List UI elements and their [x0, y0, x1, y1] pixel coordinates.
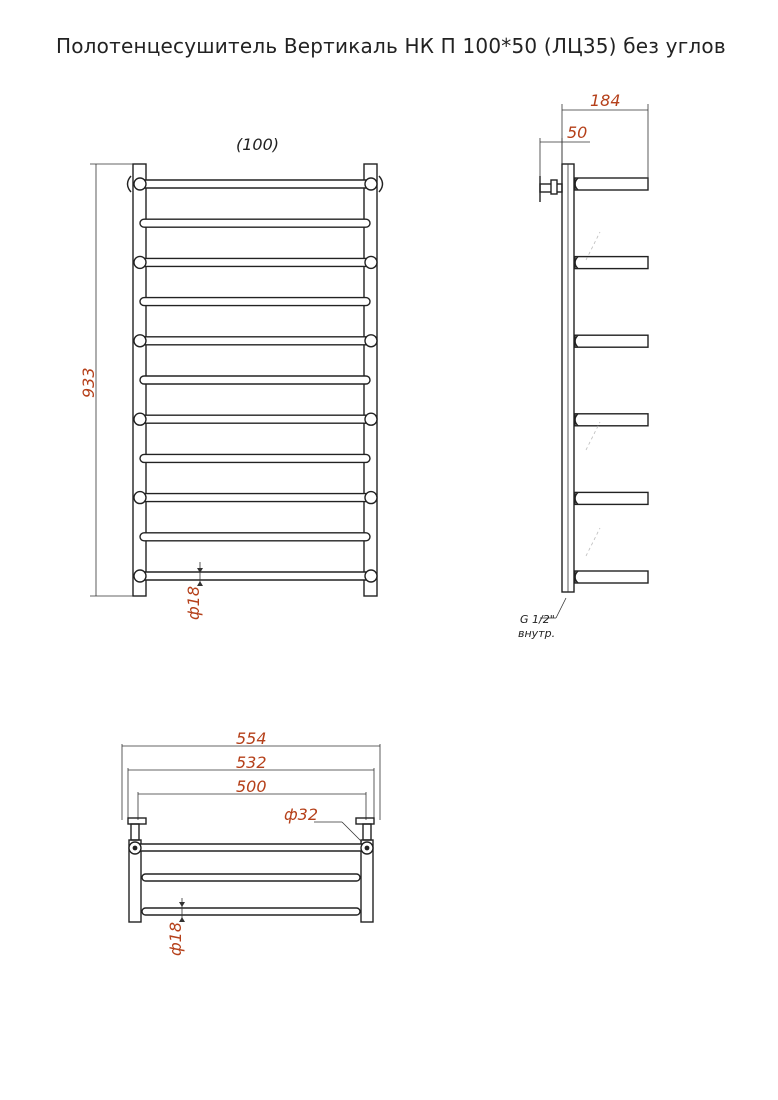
top-view: 554 532 500 ф32 [121, 729, 381, 956]
front-view-label: (100) [236, 135, 279, 154]
front-rung-joint-left [133, 412, 147, 426]
front-rung-joint-left [133, 569, 147, 583]
depth-dim-text: 184 [590, 91, 621, 110]
side-bracket-nut [550, 179, 558, 195]
side-rung [574, 177, 649, 191]
side-rung [574, 334, 649, 348]
thread-note-text-2: внутр. [518, 627, 555, 640]
side-hint-3 [585, 527, 601, 557]
front-rung-joint-right [364, 255, 378, 270]
front-rung [139, 296, 371, 307]
side-rung-joint [574, 491, 579, 505]
top-right-bracket-plate [355, 817, 375, 825]
side-hint-2 [585, 421, 601, 451]
front-rung-joint-right [364, 412, 378, 426]
width-outer-dim-text: 554 [236, 729, 267, 748]
side-rung-joint [574, 256, 579, 270]
front-rung-joint-right [364, 569, 378, 583]
side-rung [574, 491, 649, 506]
height-dim-text: 933 [79, 367, 98, 398]
front-rung [139, 257, 371, 268]
top-tube-dim-arrow-bottom [179, 917, 185, 922]
front-rung [139, 532, 371, 542]
front-rung-joint-right [364, 177, 378, 191]
front-rung [139, 492, 371, 503]
thread-note-text: G 1/2" [520, 613, 555, 626]
side-rung-joint [574, 570, 579, 584]
top-left-collector [128, 839, 142, 923]
top-rung-2 [141, 873, 361, 882]
top-rung-3 [141, 907, 361, 916]
front-tube-dim-arrow-top [197, 568, 203, 573]
front-rung-joint-left [133, 334, 147, 348]
thread-note-leader [555, 597, 567, 619]
side-view: 184 50 G 1/2" внутр. [518, 91, 649, 640]
top-rung-1 [134, 843, 368, 852]
side-rung-joint [574, 334, 579, 348]
front-tube-dim-arrow-bottom [197, 581, 203, 586]
pipe-dim-text: ф32 [284, 805, 318, 824]
front-view: (100) 933 ф18 [79, 135, 384, 620]
top-left-bracket-plate [127, 817, 147, 825]
front-rung-joint-right [364, 334, 378, 348]
top-left-pipe-core [132, 845, 138, 851]
width-mid-dim-text: 532 [236, 753, 267, 772]
top-left-bracket-stem [130, 823, 140, 841]
front-rung [139, 453, 371, 464]
side-rung [574, 413, 649, 427]
front-rung-joint-left [133, 177, 147, 191]
width-inner-dim-text: 500 [236, 777, 267, 796]
side-hint-1 [585, 231, 601, 261]
front-rung [139, 414, 371, 424]
side-rung [574, 570, 649, 584]
top-right-collector [360, 839, 374, 923]
front-rung-joint-left [133, 490, 147, 505]
front-rung-joint-right [364, 490, 378, 505]
front-rung-joint-left [133, 255, 147, 270]
offset-dim-text: 50 [567, 123, 587, 142]
top-right-pipe-core [364, 845, 370, 851]
front-rung [139, 179, 371, 189]
drawing-title: Полотенцесушитель Вертикаль НК П 100*50 … [56, 34, 726, 58]
front-right-mount [378, 175, 384, 193]
front-rung [139, 571, 371, 581]
front-rungs [133, 177, 378, 583]
side-rung-joint [574, 177, 579, 191]
side-rung-joint [574, 413, 579, 427]
front-rung [139, 375, 371, 385]
side-rungs [574, 177, 649, 584]
front-rung [139, 336, 371, 346]
top-tube-dim-text: ф18 [166, 922, 185, 956]
front-left-mount [126, 175, 132, 193]
front-tube-dim-text: ф18 [184, 586, 203, 620]
front-rung [139, 218, 371, 228]
pipe-dim-leader [341, 821, 363, 843]
side-rung [574, 255, 649, 270]
top-right-bracket-stem [362, 823, 372, 841]
top-tube-dim-arrow-top [179, 902, 185, 907]
